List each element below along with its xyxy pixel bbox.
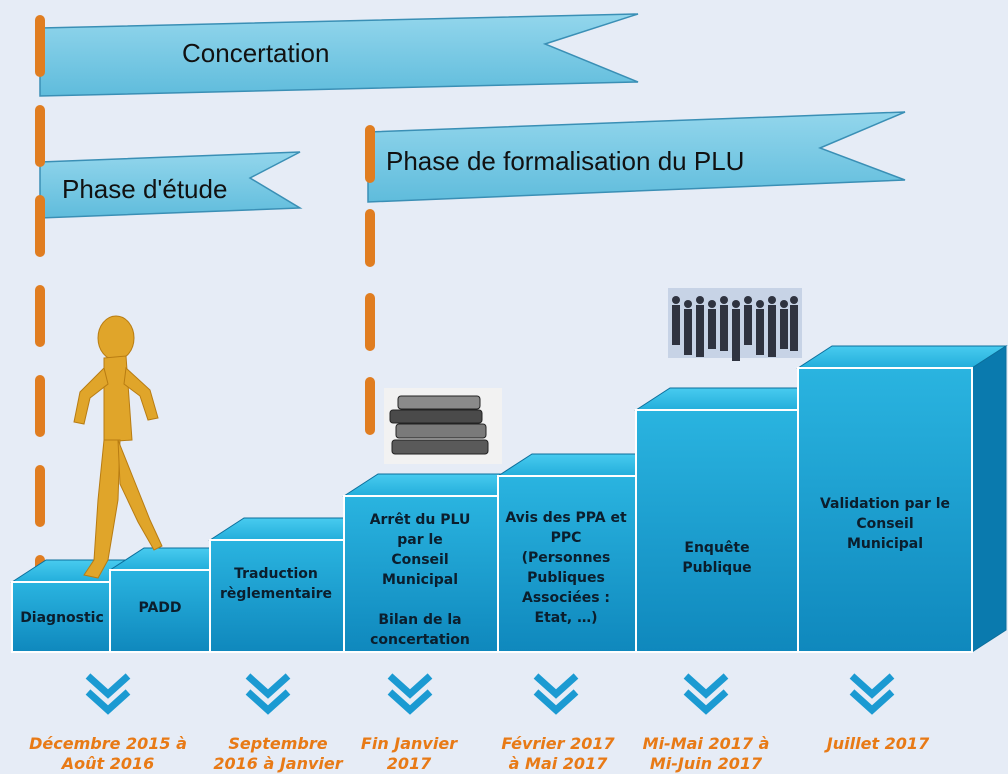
double-chevron-down-icon: [533, 673, 579, 715]
step-label-arret: Arrêt du PLU par le Conseil Municipal Bi…: [369, 512, 471, 648]
phase-formalisation-flag: [367, 111, 906, 203]
crowd-icon: [668, 288, 802, 361]
phase-etude-label: Phase d'étude: [62, 174, 228, 204]
date-label-padd: Septembre 2016 à Janvier: [213, 734, 343, 773]
date-label-enquete: Mi-Mai 2017 à Mi-Juin 2017: [642, 734, 770, 773]
date-label-arret: Fin Janvier 2017: [360, 734, 458, 773]
step-arret: [342, 473, 534, 653]
concertation-label: Concertation: [182, 38, 330, 68]
concertation-flag: [39, 13, 639, 97]
books-icon: [384, 388, 502, 464]
double-chevron-down-icon: [683, 673, 729, 715]
phase-formalisation-label: Phase de formalisation du PLU: [386, 146, 745, 176]
double-chevron-down-icon: [245, 673, 291, 715]
step-enquete: [634, 387, 834, 653]
date-label-diagnostic: Décembre 2015 à Août 2016: [29, 734, 187, 773]
step-avis: [496, 453, 672, 653]
date-label-avis: Février 2017 à Mai 2017: [501, 734, 615, 773]
double-chevron-down-icon: [85, 673, 131, 715]
step-label-enquete: Enquête Publique: [682, 540, 752, 576]
step-validation: [796, 345, 1008, 653]
double-chevron-down-icon: [849, 673, 895, 715]
step-label-validation: Validation par le Conseil Municipal: [819, 496, 951, 552]
step-label-diagnostic: Diagnostic: [20, 610, 104, 626]
step-traduction: [208, 517, 380, 653]
step-label-avis: Avis des PPA et PPC (Personnes Publiques…: [505, 510, 627, 626]
double-chevron-down-icon: [387, 673, 433, 715]
step-label-padd: PADD: [138, 600, 182, 616]
step-label-traduction: Traduction règlementaire: [219, 566, 333, 602]
walking-figure-icon: [73, 315, 163, 579]
date-label-validation: Juillet 2017: [826, 734, 930, 753]
